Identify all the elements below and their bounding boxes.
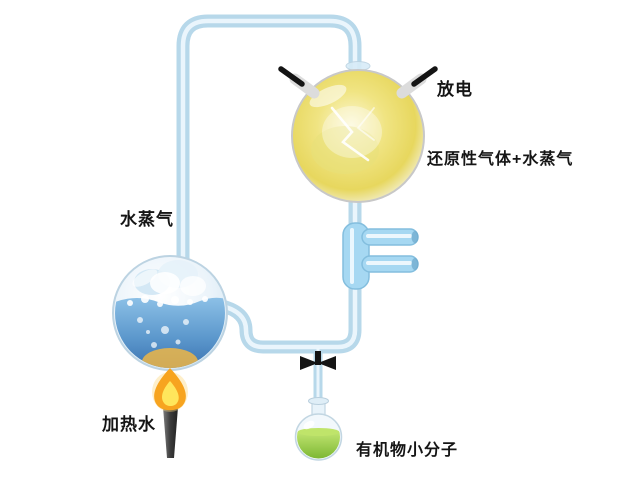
spark-bolt	[330, 106, 370, 162]
spark-bolt-branch	[356, 107, 375, 141]
condenser-arm-bottom-opening	[411, 258, 419, 270]
water-bubbles	[137, 317, 189, 348]
heat-glow	[142, 348, 198, 368]
gas-haze	[311, 126, 379, 174]
spark-flask-contents	[311, 106, 382, 174]
spark-flask-gloss	[309, 84, 347, 108]
condensate-tube	[220, 192, 362, 354]
flame-core	[162, 381, 179, 406]
label-discharge: 放电	[437, 80, 473, 99]
burner-nozzle	[163, 407, 178, 458]
boiling-flask-gloss	[132, 269, 158, 287]
electrode-right	[411, 66, 438, 87]
condenser-arm-top-opening	[411, 231, 419, 243]
collection-liquid-surface	[297, 428, 340, 436]
collection-flask-group	[294, 397, 343, 461]
label-water-vapor: 水蒸气	[120, 210, 174, 229]
condensate-tube-highlight	[221, 192, 358, 350]
label-heated-water: 加热水	[102, 415, 156, 434]
boiling-flask-group	[112, 255, 228, 371]
collection-flask-gloss	[303, 420, 315, 430]
label-reducing-gas: 还原性气体+水蒸气	[427, 151, 574, 168]
collection-flask-rim	[308, 397, 329, 405]
steam-cloud	[150, 272, 180, 294]
condenser	[342, 222, 419, 290]
steam-tube-highlight	[180, 18, 358, 262]
water-foam	[127, 295, 208, 307]
spark-flask-group	[278, 61, 438, 203]
flask-water	[115, 297, 225, 368]
collection-flask-contents	[297, 428, 340, 459]
electrode-left	[278, 66, 305, 87]
stopcock-valve	[300, 351, 336, 370]
label-organic-molecules: 有机物小分子	[356, 442, 459, 459]
steam-cloud	[180, 276, 206, 296]
collection-liquid	[297, 432, 340, 459]
